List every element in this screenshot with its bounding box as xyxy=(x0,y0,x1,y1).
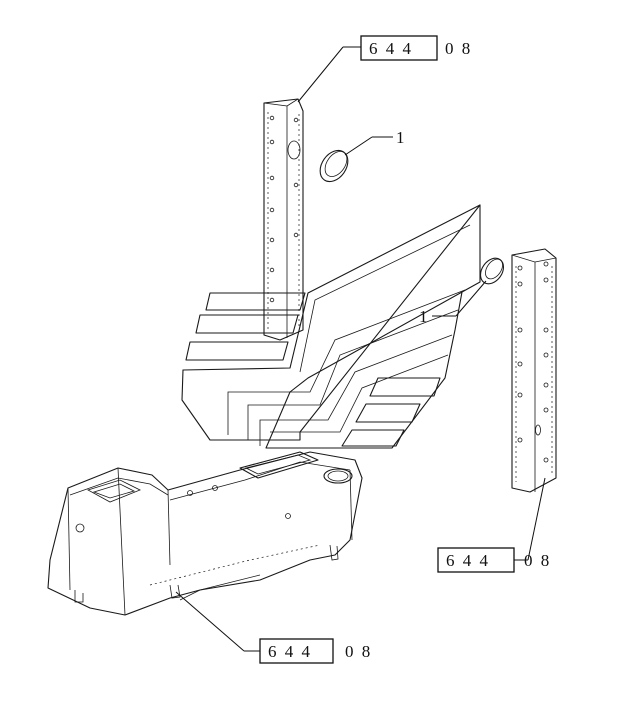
leader-lines xyxy=(175,46,546,652)
reference-suffix: 0 8 xyxy=(445,39,472,58)
reference-suffix: 0 8 xyxy=(345,642,372,661)
plug-cap-lower xyxy=(479,257,505,285)
reference-code: 6 4 4 xyxy=(268,642,312,661)
side-panel xyxy=(181,204,481,449)
reference-suffix: 0 8 xyxy=(524,551,551,570)
reference-label-bottom[interactable]: 6 4 4 0 8 xyxy=(259,638,372,664)
reference-code: 6 4 4 xyxy=(369,39,413,58)
plug-cap-upper xyxy=(319,149,349,183)
reference-label-right[interactable]: 6 4 4 0 8 xyxy=(437,547,551,573)
reference-label-top[interactable]: 6 4 4 0 8 xyxy=(360,35,472,61)
left-post xyxy=(263,98,304,341)
item-callout: 1 xyxy=(419,307,428,326)
item-callout: 1 xyxy=(396,128,405,147)
right-post xyxy=(511,248,557,493)
reference-code: 6 4 4 xyxy=(446,551,490,570)
base-console xyxy=(47,451,363,616)
